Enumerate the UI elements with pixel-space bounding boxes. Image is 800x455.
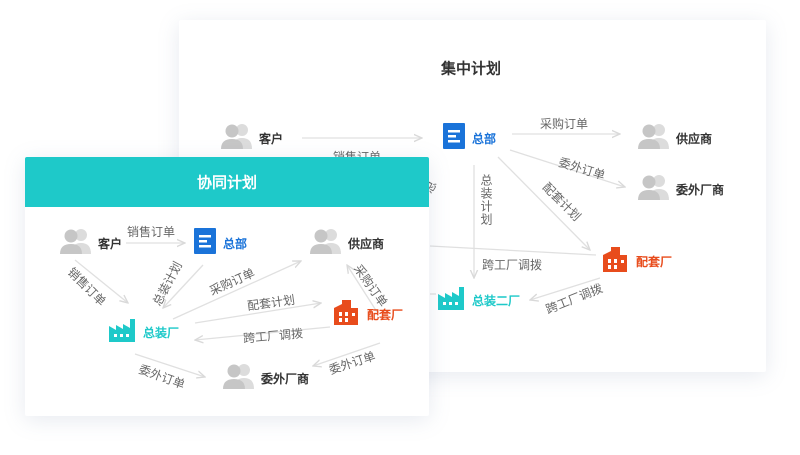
node-label: 客户 (98, 236, 123, 251)
edge-cross-line (429, 245, 597, 256)
factory-icon (436, 285, 466, 315)
collab-plan-title: 协同计划 (196, 173, 258, 192)
node-label: 客户 (259, 131, 284, 146)
collab-node-supplier: 供应商 (308, 227, 384, 259)
edge-hq-outsource (509, 149, 625, 187)
collab-node-assembly-plant: 总装厂 (107, 317, 179, 347)
collab-node-outsource: 委外厂商 (221, 362, 309, 394)
edge-label-purchase-order: 采购订单 (540, 117, 589, 131)
edge-label-sales-order-top: 销售订单 (127, 225, 176, 239)
central-node-assembly-plant2: 总装二厂 (436, 285, 520, 315)
node-label: 总部 (223, 236, 248, 251)
collab-node-customer: 客户 (58, 227, 122, 259)
node-label: 配套厂 (636, 254, 673, 269)
person-icon (308, 227, 342, 259)
edge-component-assembly2 (530, 277, 601, 300)
collab-plan-header: 协同计划 (25, 157, 429, 207)
building-icon (331, 298, 361, 330)
person-icon (636, 122, 670, 154)
node-label: 总装厂 (143, 325, 180, 340)
person-icon (636, 173, 670, 205)
central-node-component-plant: 配套厂 (600, 245, 672, 277)
node-label: 总部 (472, 131, 497, 146)
person-icon (58, 227, 92, 259)
central-node-hq: 总部 (442, 122, 496, 154)
node-label: 供应商 (348, 236, 385, 251)
document-icon (442, 122, 466, 154)
central-node-customer: 客户 (219, 122, 283, 154)
collab-node-hq: 总部 (193, 227, 247, 259)
central-node-supplier: 供应商 (636, 122, 712, 154)
node-label: 委外厂商 (261, 371, 310, 386)
edge-label-cross-plant: 跨工厂调拨 (482, 258, 543, 272)
collab-plan-arrows (74, 157, 381, 416)
central-plan-title: 集中计划 (440, 59, 502, 78)
central-node-outsource: 委外厂商 (636, 173, 724, 205)
edge-label-assembly-plan: 总装计划 (479, 174, 493, 226)
node-label: 供应商 (676, 131, 713, 146)
node-label: 配套厂 (367, 307, 404, 322)
person-icon (221, 362, 255, 394)
building-icon (600, 245, 630, 277)
collab-node-component-plant: 配套厂 (331, 298, 403, 330)
edge-hq-component (497, 156, 590, 250)
collab-plan-card: 协同计划 客户 总部 (25, 157, 429, 416)
person-icon (219, 122, 253, 154)
node-label: 总装二厂 (472, 293, 521, 308)
factory-icon (107, 317, 137, 347)
document-icon (193, 227, 217, 259)
node-label: 委外厂商 (676, 182, 725, 197)
